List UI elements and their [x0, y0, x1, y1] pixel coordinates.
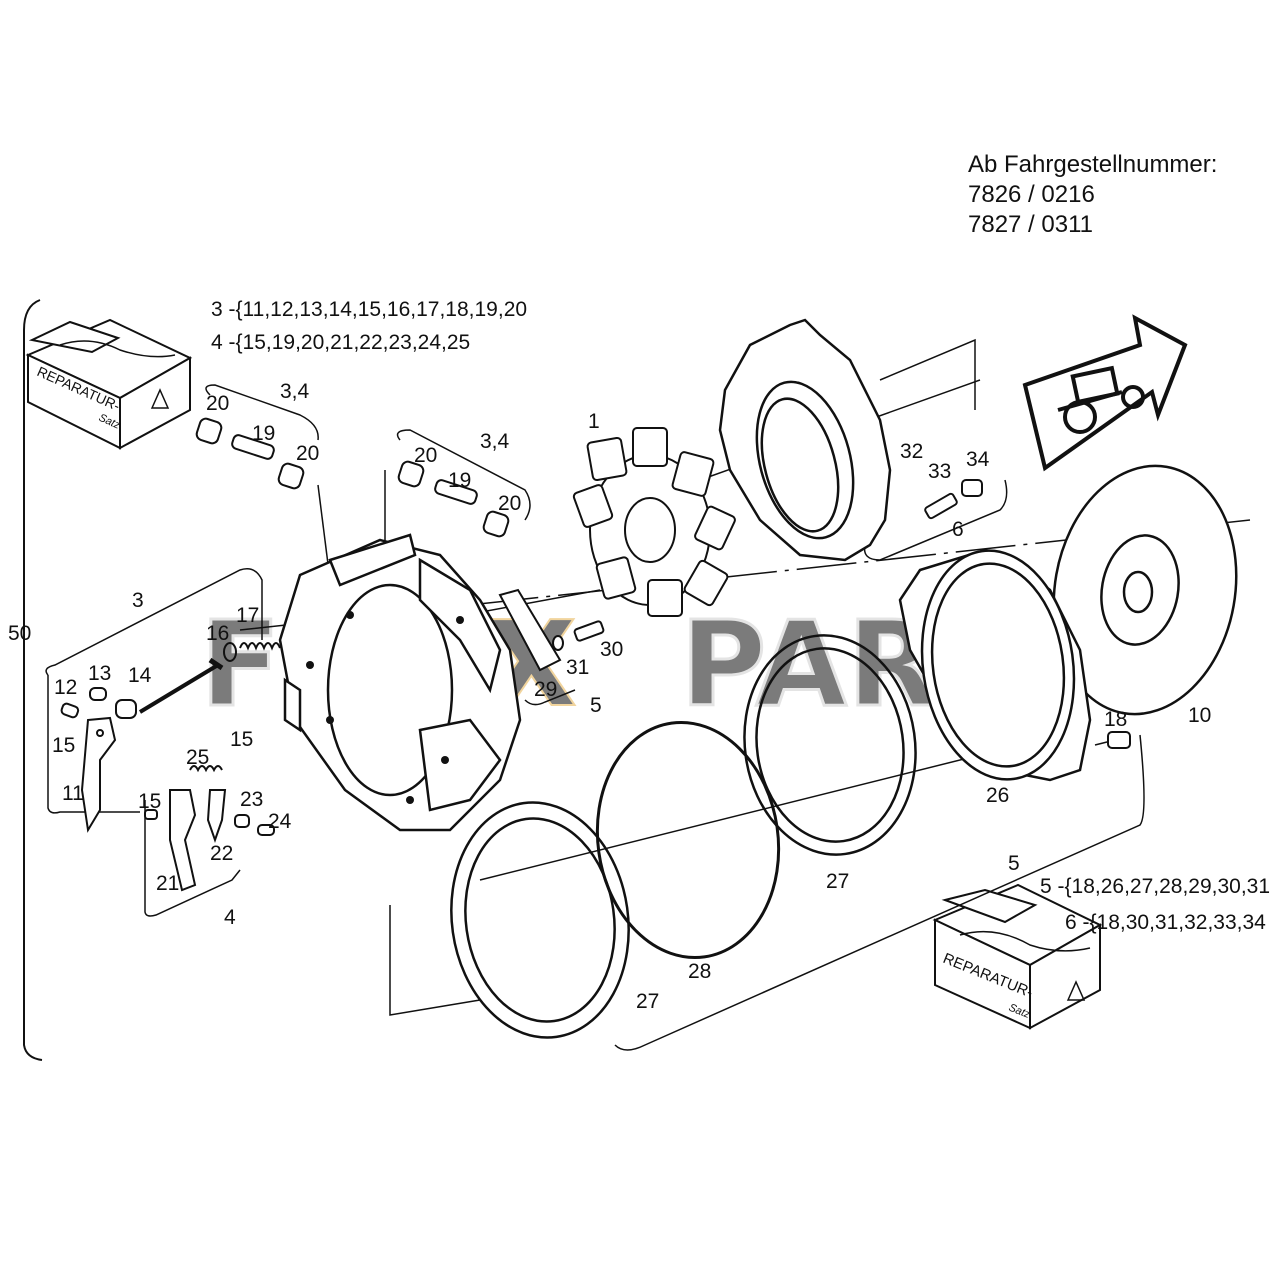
part-10-friction-disc	[1052, 464, 1238, 716]
callouts: 1 3,4 3,4 3 4 5 5 6 10 11 12 13 14 15 15…	[8, 380, 1211, 1013]
deutz-logo-icon	[1066, 980, 1086, 1001]
callout-3-4-lower: 3,4	[480, 430, 510, 453]
part-29-segment	[498, 588, 562, 672]
callout-14: 14	[128, 664, 152, 687]
callout-12: 12	[54, 676, 77, 699]
callout-16: 16	[206, 622, 229, 645]
callout-50: 50	[8, 622, 31, 645]
deutz-logo-icon	[150, 388, 170, 409]
part-21-lever	[144, 765, 275, 892]
callout-31: 31	[566, 656, 589, 679]
callout-20-b: 20	[296, 442, 319, 465]
callout-15-c: 15	[138, 790, 161, 813]
part-26-plate	[898, 548, 1092, 782]
callout-23: 23	[240, 788, 263, 811]
callout-3-4-upper: 3,4	[280, 380, 310, 403]
callout-6: 6	[952, 518, 964, 541]
callout-10: 10	[1188, 704, 1211, 727]
part-27-ring-lower	[450, 801, 630, 1039]
callout-5-lower: 5	[1008, 852, 1020, 875]
callout-26: 26	[986, 784, 1009, 807]
callout-27-upper: 27	[826, 870, 849, 893]
callout-20-c: 20	[414, 444, 437, 467]
part-11-release-lever	[60, 657, 224, 833]
serial-line-2: 7827 / 0311	[968, 211, 1094, 238]
part-32-cover-plate	[718, 318, 892, 562]
part-34-nut	[961, 479, 983, 497]
part-17-spring	[223, 642, 281, 662]
callout-19-upper: 19	[252, 422, 275, 445]
kit-list-6: 6 -{18,30,31,32,33,34	[1065, 911, 1266, 934]
serial-heading: Ab Fahrgestellnummer:	[968, 151, 1218, 178]
callout-3: 3	[132, 589, 144, 612]
callout-13: 13	[88, 662, 111, 685]
serial-number-note: Ab Fahrgestellnummer: 7826 / 0216 7827 /…	[968, 150, 1217, 240]
callout-34: 34	[966, 448, 990, 471]
part-28-o-ring	[595, 720, 781, 960]
callout-21: 21	[156, 872, 179, 895]
callout-20-d: 20	[498, 492, 521, 515]
callout-22: 22	[210, 842, 233, 865]
part-18-screw	[1107, 731, 1131, 749]
pins-20-19-upper	[195, 417, 305, 490]
kit-list-4: 4 -{15,19,20,21,22,23,24,25	[211, 331, 470, 354]
callout-11: 11	[62, 782, 84, 805]
callout-33: 33	[928, 460, 951, 483]
bracket-50	[23, 299, 43, 1061]
pins-20-19-lower	[397, 460, 510, 538]
repair-kit-box-right: REPARATUR- Satz	[932, 883, 1103, 1030]
callout-17: 17	[236, 604, 259, 627]
tractor-direction-icon	[1022, 314, 1188, 472]
callout-27-lower: 27	[636, 990, 659, 1013]
callout-29: 29	[534, 678, 557, 701]
kit-list-5: 5 -{18,26,27,28,29,30,31	[1040, 875, 1270, 898]
kit-list-3: 3 -{11,12,13,14,15,16,17,18,19,20	[211, 298, 527, 321]
callout-25: 25	[186, 746, 209, 769]
callout-18: 18	[1104, 708, 1127, 731]
part-30-bolt	[552, 620, 605, 651]
serial-line-1: 7826 / 0216	[968, 181, 1095, 208]
callout-1: 1	[588, 410, 600, 433]
callout-5-upper: 5	[590, 694, 602, 717]
callout-28: 28	[688, 960, 711, 983]
repair-kit-box-left: REPARATUR- Satz	[25, 318, 193, 450]
callout-15-a: 15	[52, 734, 75, 757]
part-33-screw	[924, 492, 958, 520]
leader-lines	[45, 338, 1145, 1051]
callout-20-a: 20	[206, 392, 229, 415]
callout-32: 32	[900, 440, 923, 463]
callout-15-b: 15	[230, 728, 253, 751]
pressure-plate-assembly	[278, 533, 522, 832]
part-1-clutch-disc	[572, 427, 736, 617]
callout-30: 30	[600, 638, 623, 661]
callout-24: 24	[268, 810, 292, 833]
callout-19-lower: 19	[448, 469, 471, 492]
callout-4: 4	[224, 906, 236, 929]
